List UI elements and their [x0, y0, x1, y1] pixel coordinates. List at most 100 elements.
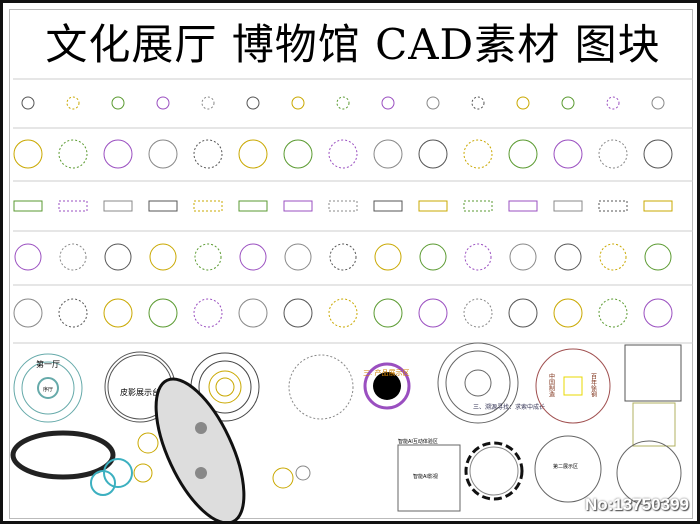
cad-symbol: [418, 298, 448, 328]
cad-symbol: [59, 243, 87, 271]
cad-symbol: [418, 139, 448, 169]
cad-symbol: [643, 298, 673, 328]
cad-symbol: [103, 139, 133, 169]
cad-symbol: [374, 243, 402, 271]
made-in-china-block: 中国制造 百年徐钢: [535, 348, 611, 424]
trace-origin-block: 三、溯源寻找：求索中成长: [437, 342, 545, 424]
ai-display-label: 智能AI影视: [413, 473, 438, 480]
century-label: 百年徐钢: [590, 373, 597, 398]
chain-blocks: [90, 432, 311, 496]
cad-symbol: [373, 200, 403, 212]
cad-symbol: [598, 298, 628, 328]
cad-symbol: [66, 96, 80, 110]
cad-symbol: [419, 243, 447, 271]
hall-one-block: 第一厅 序厅: [13, 353, 83, 423]
cad-symbol: [193, 200, 223, 212]
cad-symbol: [553, 298, 583, 328]
cad-symbol: [643, 200, 673, 212]
cad-symbol: [239, 243, 267, 271]
made-in-china-label: 中国制造: [548, 372, 555, 398]
cad-symbol: [553, 200, 583, 212]
cad-symbol: [329, 243, 357, 271]
cad-symbol: [13, 200, 43, 212]
cad-symbol: [58, 298, 88, 328]
cad-symbol: [561, 96, 575, 110]
cad-symbol: [426, 96, 440, 110]
cad-symbol: [516, 96, 530, 110]
cad-symbol: [238, 298, 268, 328]
cad-symbol: [508, 200, 538, 212]
trace-origin-label: 三、溯源寻找：求索中成长: [473, 403, 545, 411]
cad-symbol: [418, 200, 448, 212]
restroom-blocks: [624, 344, 682, 447]
cad-symbol: [463, 139, 493, 169]
cad-symbol: [464, 243, 492, 271]
ring-blocks-bottom: 第二展示区: [464, 435, 682, 506]
cad-symbol: [238, 139, 268, 169]
page-title: 文化展厅 博物馆 CAD素材 图块: [45, 20, 661, 69]
cad-symbol: [156, 96, 170, 110]
product-zone-block: 三. 产品展示区: [363, 362, 411, 410]
ai-zone-block: 智能AI互动体验区 智能AI影视: [397, 438, 461, 512]
dashed-circle-block: [288, 354, 354, 420]
cad-symbol: [13, 139, 43, 169]
cad-symbol: [373, 139, 403, 169]
cad-symbol: [111, 96, 125, 110]
cad-symbol: [381, 96, 395, 110]
cad-symbol: [283, 139, 313, 169]
cad-symbol: [148, 200, 178, 212]
cad-symbol: [463, 200, 493, 212]
product-zone-label: 三. 产品展示区: [363, 368, 409, 377]
ellipse-blocks: [10, 377, 246, 521]
cad-symbol: [58, 200, 88, 212]
cad-symbol: [644, 243, 672, 271]
cad-symbol: [194, 243, 222, 271]
cad-symbol: [598, 139, 628, 169]
cad-symbol: [509, 243, 537, 271]
cad-symbol: [328, 200, 358, 212]
cad-symbol: [104, 243, 132, 271]
cad-symbol: [336, 96, 350, 110]
cad-symbol: [328, 139, 358, 169]
cad-symbol: [238, 200, 268, 212]
cad-symbol: [284, 243, 312, 271]
cad-symbol: [14, 243, 42, 271]
cad-symbol: [651, 96, 665, 110]
cad-symbol: [193, 139, 223, 169]
block-rows: [13, 78, 693, 344]
cad-symbol: [149, 243, 177, 271]
prelude-hall-label: 序厅: [43, 386, 53, 393]
cad-blocks-drawing: 第一厅 序厅 皮影展示台 三. 产品展示区 三、溯源寻找：求索中成长: [10, 78, 693, 521]
cad-symbol: [58, 139, 88, 169]
cad-symbol: [553, 139, 583, 169]
shadow-puppet-label: 皮影展示台: [120, 387, 160, 397]
cad-symbol: [103, 298, 133, 328]
cad-symbol: [283, 200, 313, 212]
cad-symbol: [599, 243, 627, 271]
watermark: No:13750399: [585, 495, 689, 514]
cad-symbol: [643, 139, 673, 169]
cad-symbol: [606, 96, 620, 110]
second-zone-label: 第二展示区: [553, 463, 578, 470]
cad-symbol: [283, 298, 313, 328]
cad-symbol: [246, 96, 260, 110]
cad-symbol: [554, 243, 582, 271]
cad-symbol: [148, 298, 178, 328]
cad-symbol: [103, 200, 133, 212]
cad-symbol: [471, 96, 485, 110]
cad-symbol: [373, 298, 403, 328]
cad-symbol: [598, 200, 628, 212]
hall-one-label: 第一厅: [36, 359, 60, 369]
cad-symbol: [291, 96, 305, 110]
cad-symbol: [201, 96, 215, 110]
cad-symbol: [463, 298, 493, 328]
cad-symbol: [193, 298, 223, 328]
ai-zone-label: 智能AI互动体验区: [398, 438, 438, 445]
cad-symbol: [328, 298, 358, 328]
cad-symbol: [508, 298, 538, 328]
sheet-border: [9, 9, 693, 519]
cad-symbol: [508, 139, 538, 169]
cad-symbol: [21, 96, 35, 110]
cad-symbol: [148, 139, 178, 169]
